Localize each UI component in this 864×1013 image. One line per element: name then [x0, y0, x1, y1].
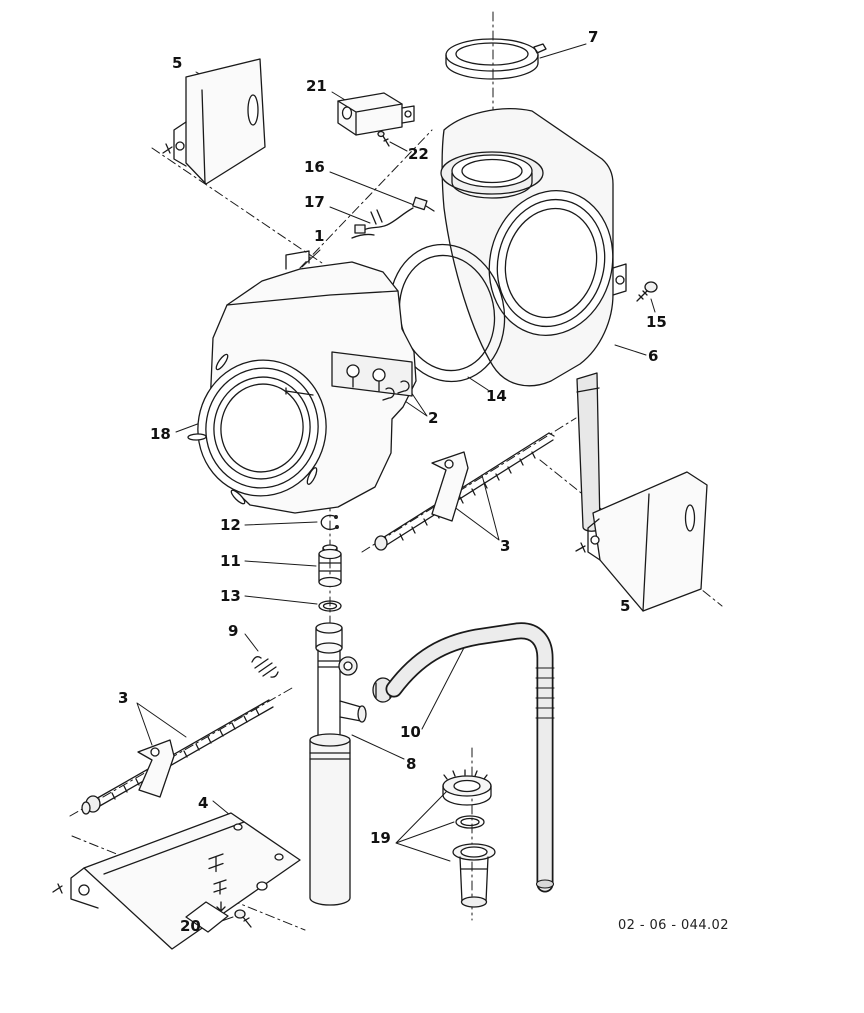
callout-9: 9	[228, 622, 239, 640]
part-3-bolt-rod-right	[374, 432, 555, 551]
part-5-bracket-upper-left	[162, 58, 266, 185]
part-5-bracket-lower-right	[575, 471, 708, 612]
callout-12: 12	[220, 516, 241, 534]
part-16-connector	[412, 196, 435, 212]
part-4-mounting-plate	[52, 812, 301, 950]
callout-15: 15	[646, 313, 667, 331]
callout-22: 22	[408, 145, 429, 163]
callout-3-right: 3	[500, 537, 511, 555]
part-9-spring	[251, 656, 279, 678]
callout-1: 1	[314, 227, 325, 245]
callout-5-lower-right: 5	[620, 597, 631, 615]
leader-lines	[136, 43, 669, 926]
callout-21: 21	[306, 77, 327, 95]
part-21-bracket-block	[337, 92, 415, 136]
callout-2: 2	[428, 409, 439, 427]
callout-11: 11	[220, 552, 241, 570]
callout-5-upper-left: 5	[172, 54, 183, 72]
part-10-drain-hose	[385, 622, 555, 893]
drawing-number: 02 - 06 - 044.02	[618, 918, 729, 933]
filter-body	[452, 843, 496, 908]
part-8-standpipe	[309, 622, 394, 906]
part-12-clip	[320, 514, 339, 531]
part-17-cable	[351, 207, 414, 239]
callout-13: 13	[220, 587, 241, 605]
callout-20: 20	[180, 917, 201, 935]
part-3-bolt-rod-left	[81, 699, 274, 815]
callout-14: 14	[486, 387, 507, 405]
callout-8: 8	[406, 755, 417, 773]
part-2-retaining-clips	[382, 380, 410, 401]
callout-3-left: 3	[118, 689, 129, 707]
callout-19: 19	[370, 829, 391, 847]
part-15-screw	[636, 281, 658, 302]
part-19-filter-assembly	[442, 769, 496, 908]
part-18-bearing-opening	[197, 359, 327, 497]
callout-17: 17	[304, 193, 325, 211]
part-7-clamp-ring	[445, 38, 547, 80]
callout-6: 6	[648, 347, 659, 365]
callout-18: 18	[150, 425, 171, 443]
callout-7: 7	[588, 28, 599, 46]
filter-cap	[442, 769, 492, 806]
callout-10: 10	[400, 723, 421, 741]
part-1-drum-housing	[187, 250, 417, 514]
part-11-insert	[318, 544, 342, 588]
part-20-screw	[234, 909, 252, 928]
part-6-tub-housing	[440, 108, 627, 532]
part-18-shaft-pin	[285, 387, 314, 396]
callout-16: 16	[304, 158, 325, 176]
part-22-screw	[377, 130, 390, 147]
filter-washer	[455, 815, 485, 829]
callout-4: 4	[198, 794, 209, 812]
part-13-oring	[318, 600, 342, 612]
